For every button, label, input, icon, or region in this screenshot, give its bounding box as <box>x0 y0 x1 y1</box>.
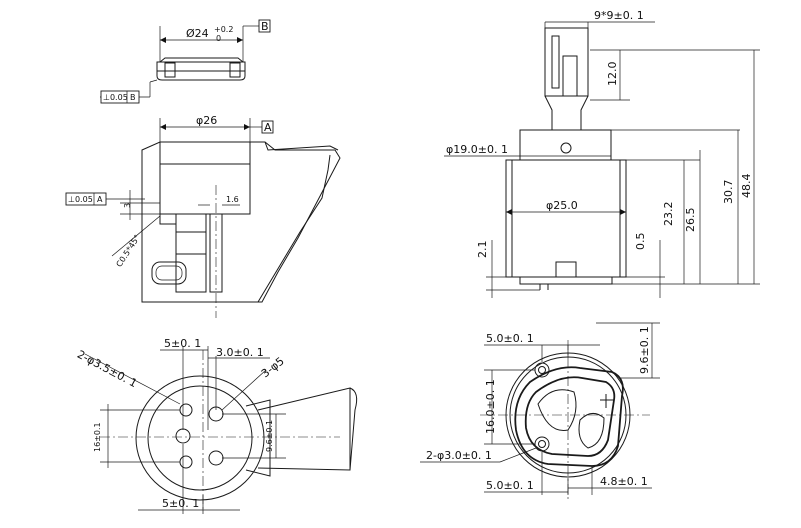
br-dim-4-8: 4.8±0. 1 <box>600 475 648 488</box>
datum-b-box <box>258 19 271 33</box>
datum-a-box <box>261 120 274 134</box>
perp-b-ref: B <box>130 93 136 102</box>
bl-holes: 2-φ3.5±0. 1 <box>75 348 139 390</box>
bl-dim-5-top: 5±0. 1 <box>164 337 201 350</box>
perp-a: ⊥0.05 <box>68 195 93 204</box>
dim-d24-tol-lower: 0 <box>216 34 221 43</box>
dim-30-7: 30.7 <box>722 180 735 205</box>
dim-phi26: φ26 <box>196 114 217 127</box>
br-dim-5-bottom: 5.0±0. 1 <box>486 479 534 492</box>
dim-phi19: φ19.0±0. 1 <box>446 143 508 156</box>
br-dim-9-6: 9.6±0. 1 <box>638 326 651 374</box>
dim-0-5: 0.5 <box>634 233 647 251</box>
br-dim-5-top: 5.0±0. 1 <box>486 332 534 345</box>
dim-48-4: 48.4 <box>740 174 753 199</box>
bl-dim-16: 16±0.1 <box>93 422 102 452</box>
dim-12: 12.0 <box>606 62 619 87</box>
cartridge-bottom-view: 5.0±0. 1 9.6±0. 1 16.0±0. 1 2-φ3.0±0. 1 … <box>420 322 660 500</box>
dim-3: 3 <box>123 203 132 208</box>
dim-9x9: 9*9±0. 1 <box>594 9 644 22</box>
cartridge-side-view: 9*9±0. 1 12.0 φ19.0±0. 1 φ25.0 23.2 26.5… <box>444 9 760 298</box>
dim-2-1: 2.1 <box>476 241 489 259</box>
handle-bottom-view: 5±0. 1 3.0±0. 1 2-φ3.5±0. 1 3-φ5 16±0.1 … <box>75 337 358 514</box>
br-holes: 2-φ3.0±0. 1 <box>426 449 492 462</box>
dim-phi25: φ25.0 <box>546 199 578 212</box>
bl-dim-5-bottom: 5±0. 1 <box>162 497 199 510</box>
datum-b-label: B <box>261 20 269 33</box>
dim-26-5: 26.5 <box>684 208 697 233</box>
dim-23-2: 23.2 <box>662 202 675 227</box>
bl-dim-3-0: 3.0±0. 1 <box>216 346 264 359</box>
perp-b: ⊥0.05 <box>103 93 128 102</box>
datum-a-label: A <box>264 121 272 134</box>
perp-b-frame <box>100 90 140 104</box>
disc-part-view: B Ø24 +0.2 0 ⊥0.05 B <box>100 19 271 104</box>
br-dim-16-0: 16.0±0. 1 <box>484 379 497 434</box>
dim-1-6: 1.6 <box>226 195 239 204</box>
dim-d24-tol-upper: +0.2 <box>214 25 233 34</box>
dim-d24: Ø24 <box>186 27 209 40</box>
handle-section-view: φ26 A ⊥0.05 A 3 1.6 <box>65 114 341 318</box>
bl-dim-9-6: 9.6±0.1 <box>265 420 274 452</box>
chamfer-note: C0.5*45° <box>115 233 142 269</box>
perp-a-ref: A <box>97 195 103 204</box>
